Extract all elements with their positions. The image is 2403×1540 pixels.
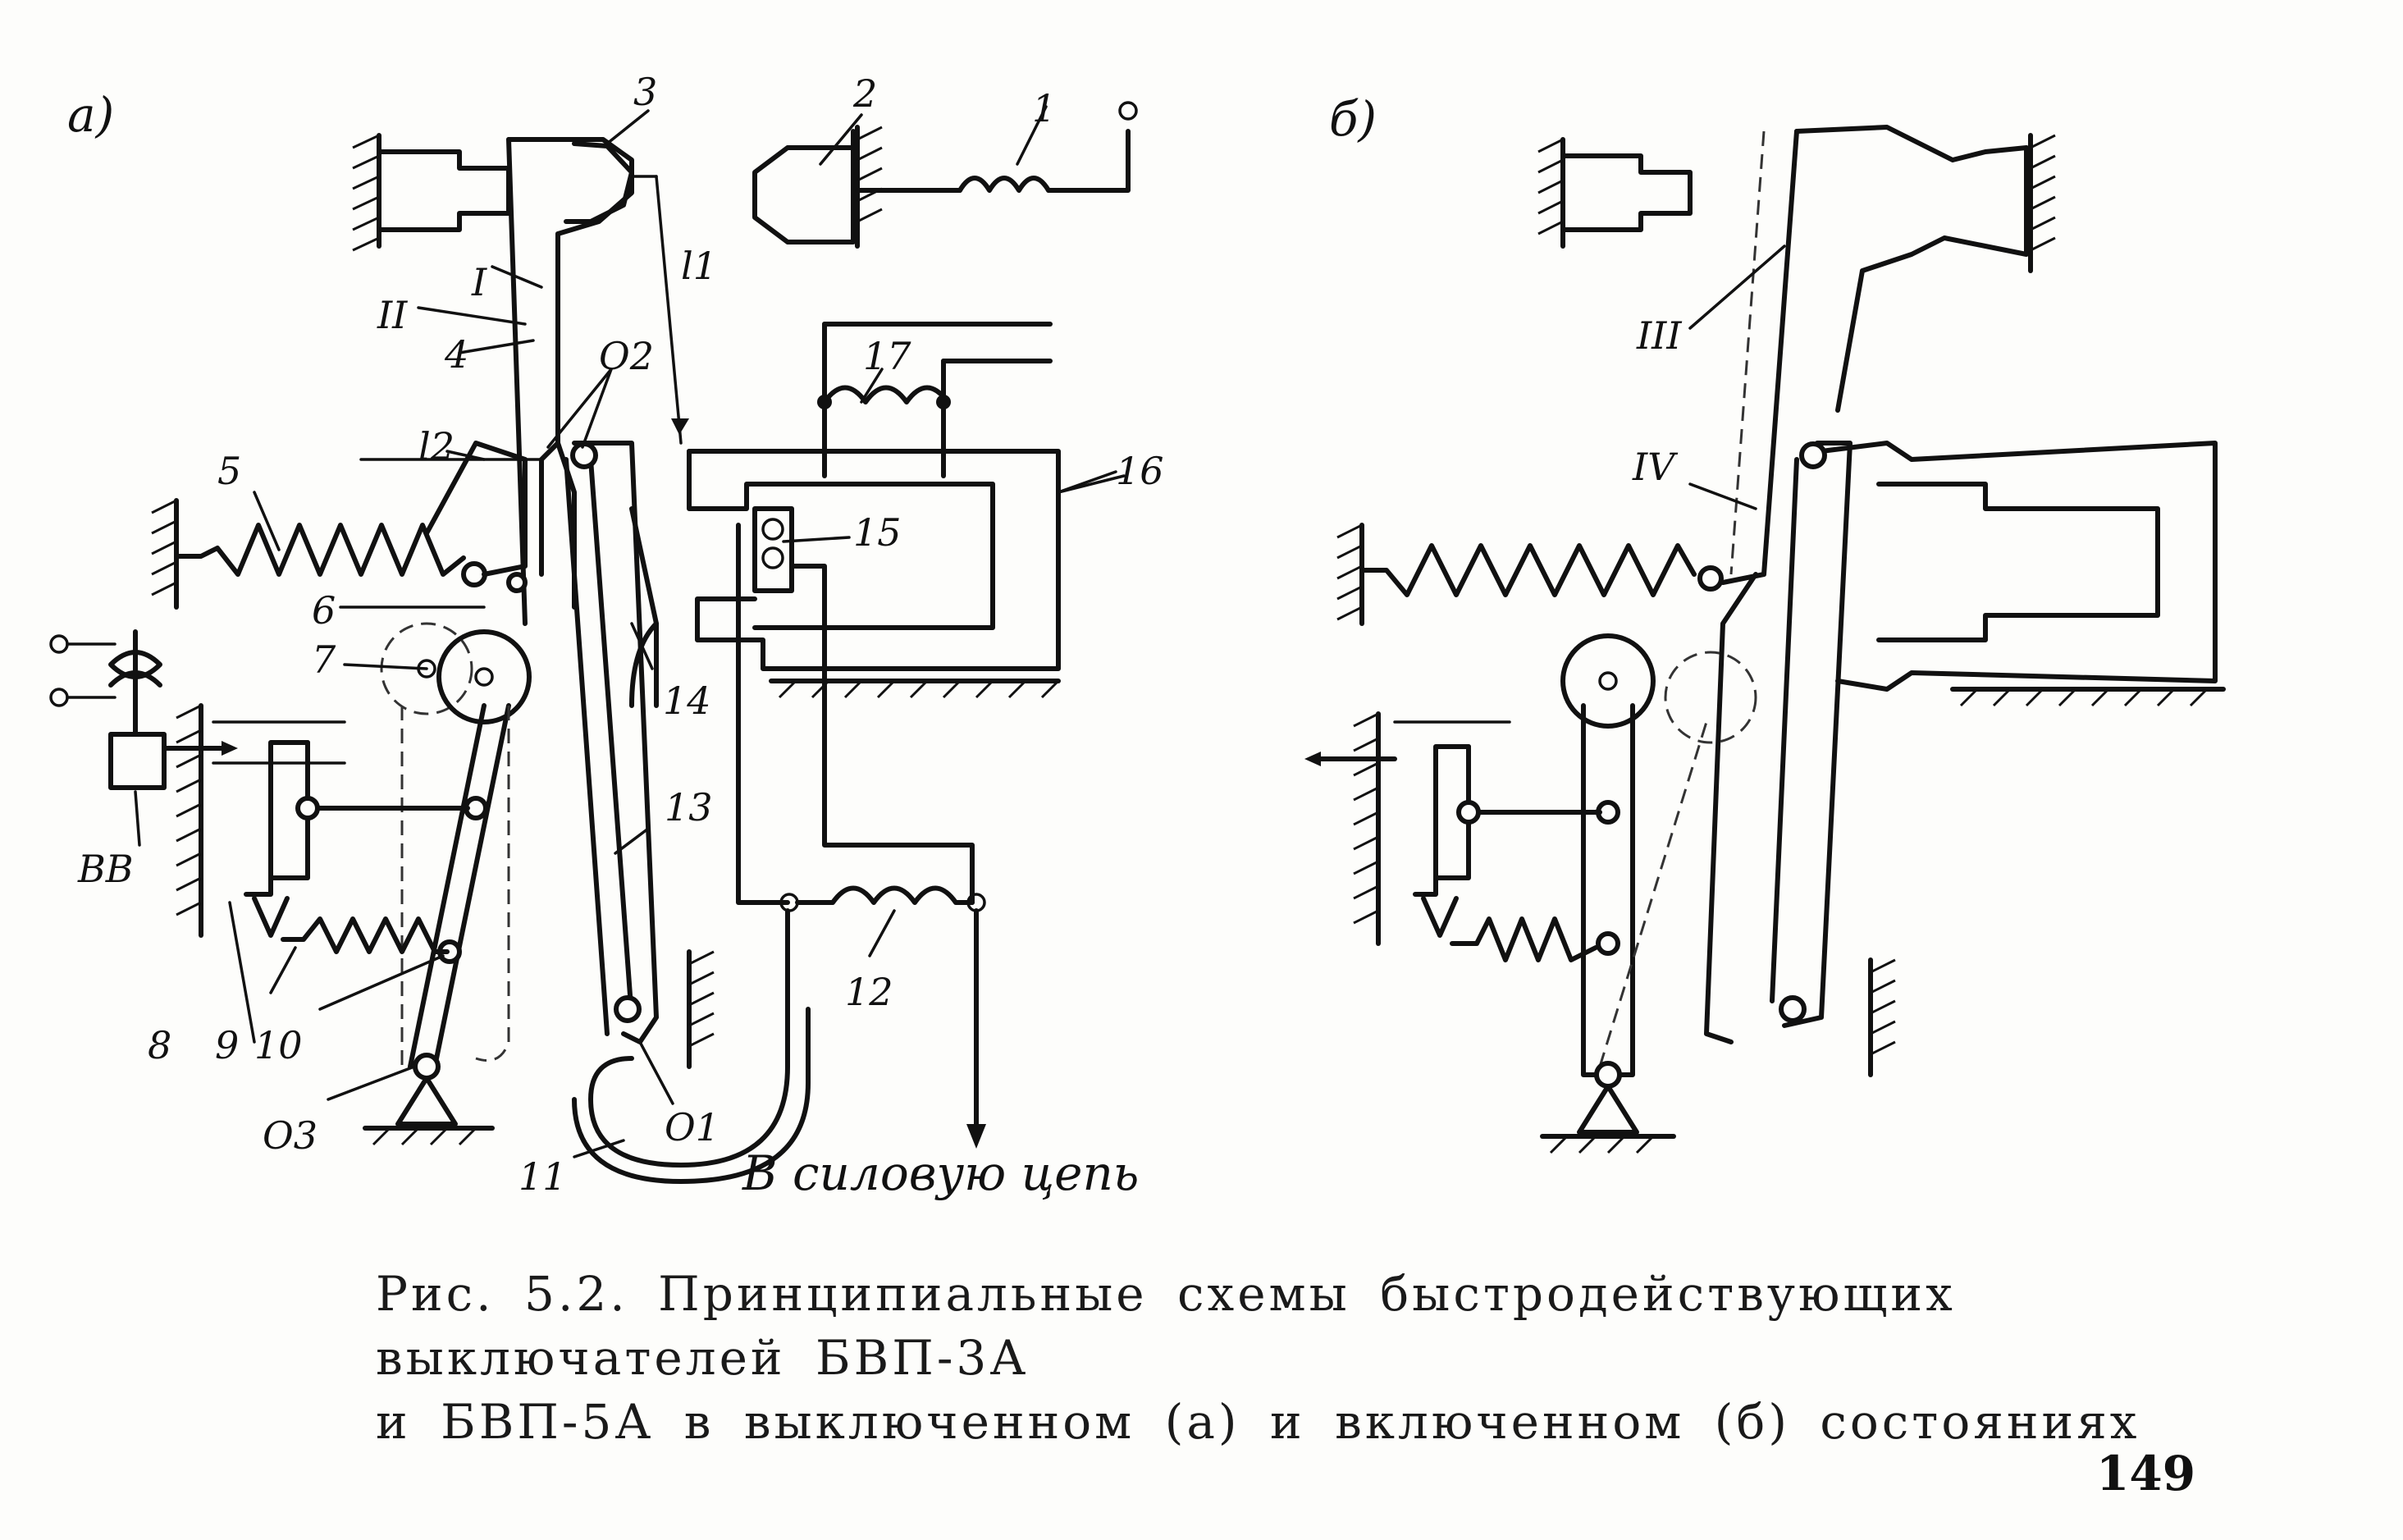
label-o3: O3	[263, 1113, 318, 1158]
label-roman-3: III	[1636, 313, 1682, 358]
label-roman-1: I	[471, 260, 487, 304]
label-11: 11	[519, 1154, 567, 1199]
figure-caption: Рис. 5.2. Принципиальные схемы быстродей…	[376, 1262, 2230, 1454]
label-3: 3	[633, 70, 657, 114]
label-10: 10	[254, 1023, 303, 1067]
caption-line-1: Рис. 5.2. Принципиальные схемы быстродей…	[376, 1266, 1956, 1386]
panel-a-diagram: а) 1 2 3 4 5 6 7 8 9 10 11 12 13 14 15 1…	[49, 70, 1164, 1201]
wall-hatch-b-top-right	[2028, 133, 2056, 273]
label-9: 9	[215, 1023, 239, 1067]
label-12: 12	[845, 970, 893, 1014]
label-8: 8	[148, 1023, 171, 1067]
hatch-b-arc-chute-base	[1950, 687, 2226, 707]
label-roman-4: IV	[1632, 445, 1679, 489]
wall-hatch-b-frame	[1353, 711, 1381, 946]
wall-hatch-pivot-o1	[687, 949, 715, 1069]
wall-hatch-b-spring	[1336, 523, 1364, 626]
label-o2: O2	[599, 334, 654, 378]
output-label: В силовую цепь	[742, 1145, 1139, 1201]
caption-line-2: и БВП-5А в выключенном (а) и включенном …	[376, 1394, 2140, 1450]
hatch-arc-chute-base	[769, 679, 1061, 699]
ground-hatch-o3	[363, 1126, 495, 1146]
label-6: 6	[312, 588, 336, 633]
wall-hatch-b-pivot	[1868, 957, 1896, 1077]
panel-b-label: б)	[1329, 91, 1377, 147]
wall-hatch-b-top-left	[1537, 137, 1565, 249]
label-4: 4	[444, 332, 468, 377]
label-o1: O1	[665, 1105, 720, 1149]
label-13: 13	[665, 785, 713, 829]
label-15: 15	[853, 510, 902, 555]
label-roman-2: II	[377, 293, 408, 337]
label-7: 7	[312, 637, 336, 682]
label-bb: BB	[77, 847, 134, 891]
label-l2: l2	[418, 424, 455, 468]
label-17: 17	[863, 334, 911, 378]
label-1: 1	[1032, 86, 1056, 130]
wall-hatch-contact-2	[855, 125, 883, 249]
wall-hatch-top-left	[352, 133, 381, 252]
label-14: 14	[663, 679, 711, 723]
wall-hatch-spring-5	[151, 498, 179, 610]
circuit-breaker-figure: а) 1 2 3 4 5 6 7 8 9 10 11 12 13 14 15 1…	[49, 70, 2226, 1201]
wall-hatch-frame-8	[176, 703, 203, 938]
label-16: 16	[1116, 449, 1164, 493]
label-2: 2	[852, 71, 877, 116]
ground-hatch-b	[1540, 1134, 1676, 1154]
label-l1: l1	[681, 244, 717, 288]
panel-a-label: а)	[67, 87, 114, 143]
page-number: 149	[2096, 1446, 2196, 1501]
panel-b-diagram: б) III IV	[1304, 91, 2226, 1154]
label-5: 5	[217, 449, 241, 493]
